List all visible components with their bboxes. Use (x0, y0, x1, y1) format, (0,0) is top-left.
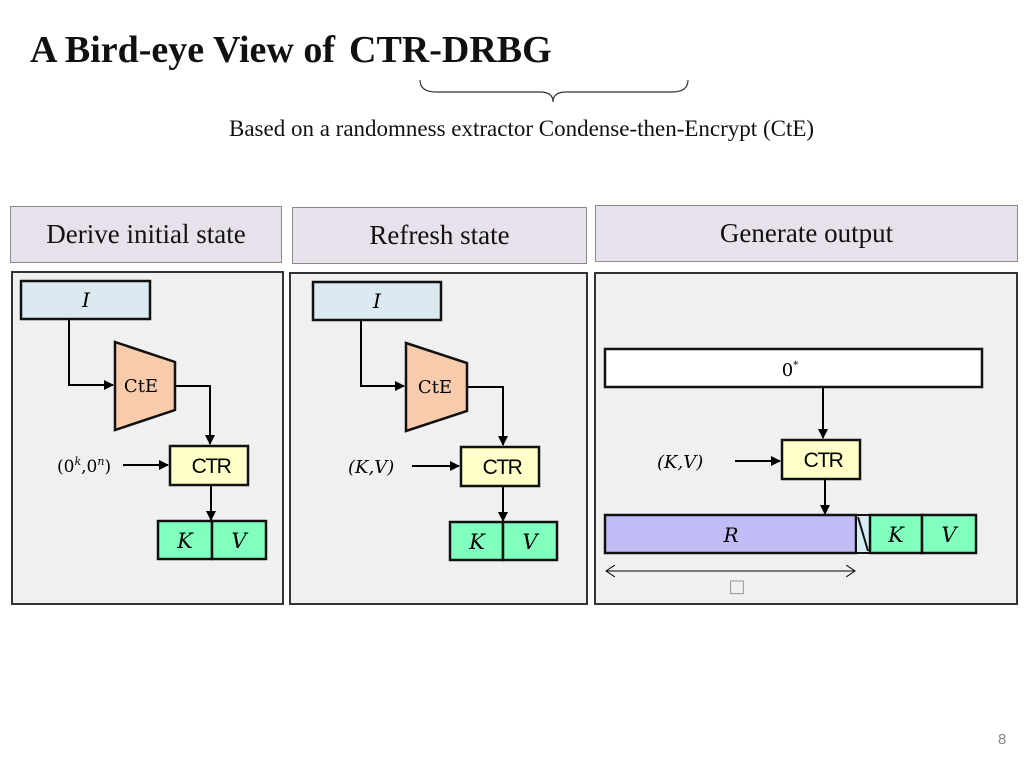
panel-refresh-state: I CtE (K,V) CTR K V (289, 272, 588, 605)
k-label: K (468, 530, 486, 554)
title-highlight: CTR-DRBG (349, 29, 552, 71)
ctr-block (780, 438, 862, 481)
zeros-block (603, 347, 984, 389)
title-prefix: A Bird-eye View of (30, 29, 336, 71)
v-block (920, 513, 978, 555)
ctr-block (459, 445, 541, 488)
panel-derive-initial-state: I CtE (0k,0n) CTR K V (11, 271, 284, 605)
v-block (501, 520, 559, 562)
state-input-label: (0k,0n) (57, 455, 111, 477)
ctr-block (168, 444, 250, 487)
header-refresh-state: Refresh state (292, 207, 587, 264)
v-block (210, 519, 268, 561)
k-block (448, 520, 505, 562)
subtitle: Based on a randomness extractor Condense… (229, 116, 815, 141)
v-label: V (231, 529, 248, 553)
slide-title: A Bird-eye View of CTR-DRBG (30, 28, 552, 72)
cte-block (404, 341, 469, 433)
header-generate-output: Generate output (595, 205, 1018, 262)
brace (419, 79, 689, 103)
state-input-label: (K,V) (348, 457, 394, 478)
ctr-label: CTR (192, 455, 232, 478)
k-label: K (176, 529, 194, 553)
k-label: K (887, 523, 905, 547)
r-block (603, 513, 858, 555)
zeros-label: 0* (782, 360, 798, 381)
panel-generate-output: 0* (K,V) CTR R K V □ (594, 272, 1018, 605)
ctr-label: CTR (804, 449, 844, 472)
length-label: □ (728, 576, 745, 597)
header-derive-initial-state: Derive initial state (10, 206, 282, 263)
v-label: V (522, 530, 539, 554)
cte-label: CtE (124, 376, 158, 397)
input-box (19, 279, 152, 321)
cte-block (113, 340, 177, 432)
input-label: I (372, 289, 382, 313)
ctr-label: CTR (483, 456, 523, 479)
input-box (311, 280, 443, 322)
v-label: V (941, 523, 958, 547)
cte-label: CtE (418, 377, 452, 398)
state-input-label: (K,V) (657, 452, 703, 473)
page-number: 8 (998, 731, 1007, 748)
r-label: R (722, 523, 738, 547)
input-label: I (81, 288, 91, 312)
